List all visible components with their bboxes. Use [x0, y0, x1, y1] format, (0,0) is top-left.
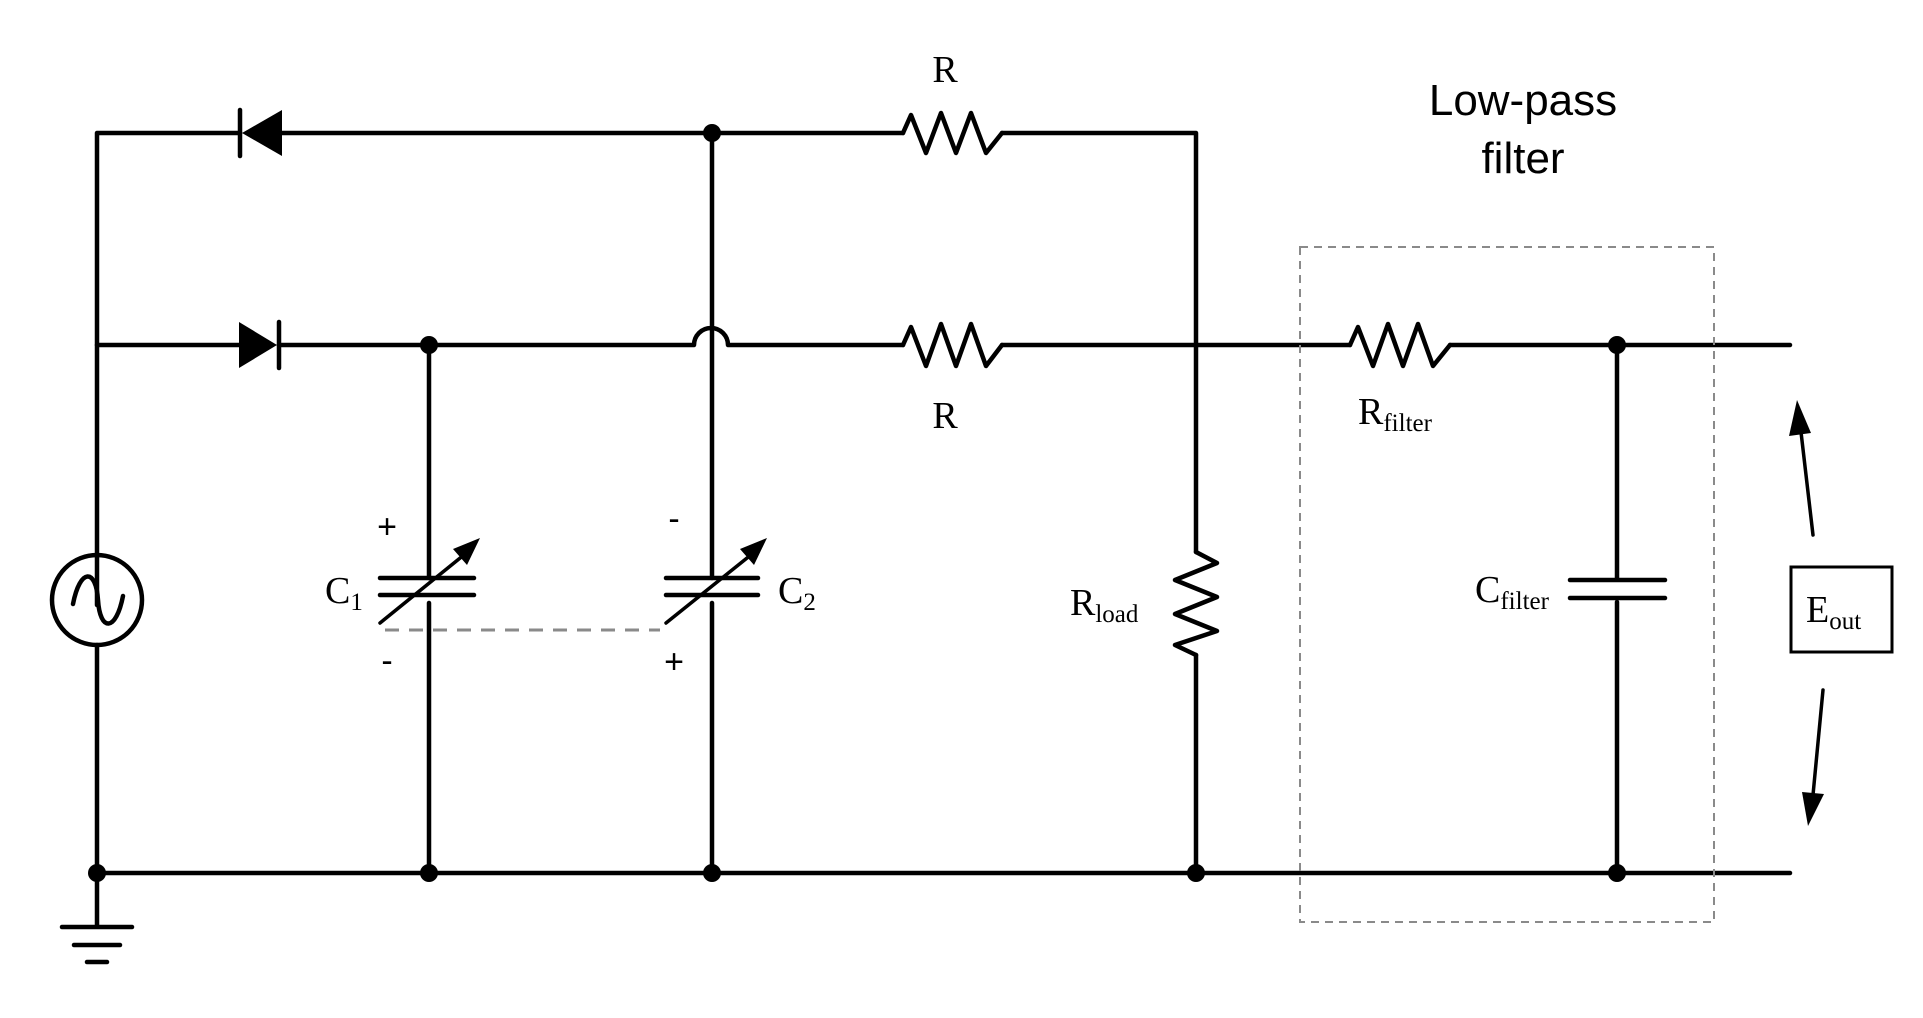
resistor-icon	[1347, 321, 1453, 369]
junction-node	[1608, 864, 1626, 882]
low-pass-filter-box	[1299, 246, 1715, 923]
filter-title-line2: filter	[1481, 134, 1564, 183]
junction-node	[1187, 864, 1205, 882]
filter-title-line1: Low-pass	[1429, 76, 1617, 125]
e-out-box	[1789, 565, 1894, 654]
junction-node	[420, 864, 438, 882]
junction-node	[703, 864, 721, 882]
c2-label: C2	[778, 570, 816, 616]
c2-plus-sign: +	[664, 643, 684, 681]
diode-icon	[239, 319, 282, 371]
resistor-top-label: R	[932, 49, 958, 91]
top-right-wire	[999, 130, 1199, 555]
top-rail-wire	[94, 130, 906, 608]
resistor-icon	[900, 110, 1005, 156]
capacitor-icon	[1567, 577, 1668, 601]
output-arrow-up-icon	[1789, 400, 1815, 537]
ground-icon	[59, 924, 135, 965]
c1-plus-sign: +	[377, 508, 397, 546]
ac-source-icon	[49, 552, 145, 648]
output-arrow-down-icon	[1802, 688, 1825, 826]
resistor-icon	[1172, 549, 1220, 658]
junction-node	[1608, 336, 1626, 354]
e-out-label: Eout	[1806, 589, 1861, 635]
c-filter-label: Cfilter	[1475, 569, 1550, 615]
c1-label: C1	[325, 570, 363, 616]
resistor-icon	[900, 321, 1005, 369]
r-filter-label: Rfilter	[1358, 391, 1433, 437]
junction-node	[88, 864, 106, 882]
variable-capacitor-icon	[663, 538, 767, 625]
resistor-mid-label: R	[932, 395, 958, 437]
c2-minus-sign: -	[668, 500, 679, 538]
junction-node	[420, 336, 438, 354]
r-load-label: Rload	[1070, 582, 1139, 628]
diode-icon	[237, 107, 282, 159]
variable-capacitor-icon	[377, 538, 480, 625]
c1-minus-sign: -	[381, 642, 392, 680]
junction-node	[703, 124, 721, 142]
